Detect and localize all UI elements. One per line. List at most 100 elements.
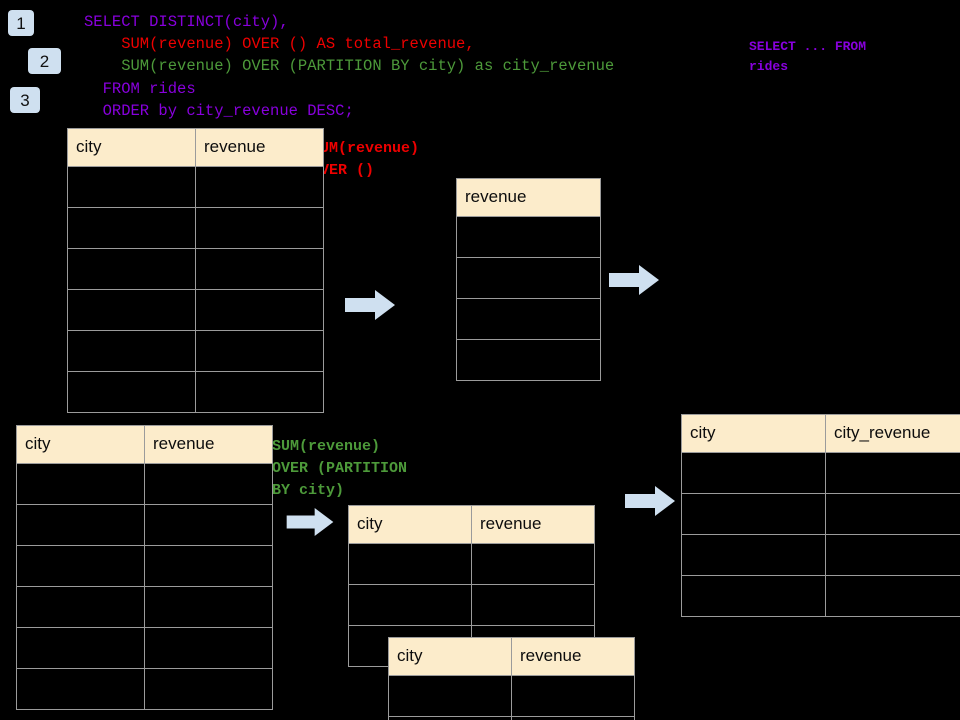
table-source-top: city revenue — [67, 128, 324, 413]
cell-revenue — [511, 716, 635, 720]
cell-revenue — [195, 207, 324, 249]
table-row — [388, 675, 635, 717]
cell-city-revenue — [825, 493, 960, 535]
table-row — [388, 716, 635, 720]
cell-revenue — [144, 586, 273, 628]
table-row — [67, 207, 324, 249]
column-header-revenue: revenue — [471, 505, 595, 544]
cell-city — [16, 463, 145, 505]
table-row — [348, 543, 595, 585]
sql-line-order-by: ORDER by city_revenue DESC; — [84, 102, 354, 120]
table-row — [16, 463, 273, 505]
sql-line-select: SELECT DISTINCT(city), — [84, 13, 289, 31]
column-header-city-revenue: city_revenue — [825, 414, 960, 453]
cell-revenue — [144, 668, 273, 710]
column-header-city: city — [67, 128, 196, 167]
column-header-revenue: revenue — [456, 178, 601, 217]
cell-city — [16, 668, 145, 710]
cell-revenue — [195, 371, 324, 413]
cell-city — [16, 627, 145, 669]
table-total-revenue: revenue — [456, 178, 601, 381]
cell-revenue — [456, 339, 601, 381]
column-header-city: city — [16, 425, 145, 464]
table-header-row: city revenue — [348, 505, 595, 544]
cell-revenue — [195, 289, 324, 331]
cell-revenue — [471, 584, 595, 626]
arrow-source-to-total — [345, 290, 395, 320]
table-row — [67, 248, 324, 290]
column-header-revenue: revenue — [195, 128, 324, 167]
cell-city — [67, 330, 196, 372]
step-badge-2-label: 2 — [39, 51, 50, 71]
cell-city — [348, 543, 472, 585]
cell-city — [681, 452, 826, 494]
table-row — [456, 257, 601, 299]
cell-city — [67, 207, 196, 249]
cell-city — [388, 716, 512, 720]
cell-city — [681, 534, 826, 576]
table-partition-front: city revenue — [388, 637, 635, 720]
table-row — [16, 545, 273, 587]
cell-city-revenue — [825, 575, 960, 617]
table-row — [16, 627, 273, 669]
table-row — [681, 534, 960, 576]
cell-revenue — [471, 543, 595, 585]
table-header-row: city revenue — [388, 637, 635, 676]
cell-city — [681, 493, 826, 535]
cell-city — [681, 575, 826, 617]
step-badge-3[interactable]: 3 — [10, 87, 40, 113]
table-header-row: city revenue — [67, 128, 324, 167]
cell-revenue — [144, 463, 273, 505]
sql-line-from: FROM rides — [84, 80, 196, 98]
sql-line-total-revenue: SUM(revenue) OVER () AS total_revenue, — [84, 35, 475, 53]
column-header-city: city — [348, 505, 472, 544]
step-badge-3-label: 3 — [20, 90, 30, 110]
table-row — [456, 298, 601, 340]
table-row — [456, 339, 601, 381]
table-row — [16, 668, 273, 710]
cell-city-revenue — [825, 534, 960, 576]
cell-city — [67, 166, 196, 208]
cell-city — [16, 545, 145, 587]
cell-revenue — [195, 248, 324, 290]
table-header-row: city city_revenue — [681, 414, 960, 453]
step-badge-2[interactable]: 2 — [28, 48, 61, 74]
column-header-city: city — [681, 414, 826, 453]
table-partition-back: city revenue — [348, 505, 595, 667]
table-row — [681, 452, 960, 494]
cell-revenue — [456, 298, 601, 340]
table-row — [67, 330, 324, 372]
cell-revenue — [195, 330, 324, 372]
column-header-revenue: revenue — [511, 637, 635, 676]
table-row — [348, 584, 595, 626]
column-header-revenue: revenue — [144, 425, 273, 464]
table-row — [681, 493, 960, 535]
cell-revenue — [456, 216, 601, 258]
cell-city-revenue — [825, 452, 960, 494]
table-header-row: city revenue — [16, 425, 273, 464]
table-row — [681, 575, 960, 617]
table-result: city city_revenue — [681, 414, 960, 617]
cell-revenue — [195, 166, 324, 208]
table-row — [16, 586, 273, 628]
arrow-total-to-result — [609, 265, 659, 295]
step-badge-1-label: 1 — [16, 13, 26, 33]
cell-revenue — [144, 545, 273, 587]
cell-revenue — [144, 504, 273, 546]
column-header-city: city — [388, 637, 512, 676]
table-row — [456, 216, 601, 258]
table-source-bottom: city revenue — [16, 425, 273, 710]
annotation-sum-over-empty: SUM(revenue) OVER () — [311, 140, 420, 179]
table-row — [67, 166, 324, 208]
cell-city — [348, 584, 472, 626]
table-row — [67, 371, 324, 413]
cell-revenue — [456, 257, 601, 299]
cell-city — [16, 504, 145, 546]
arrow-partition-to-result — [625, 486, 675, 516]
annotation-sum-over-partition: SUM(revenue) OVER (PARTITION BY city) — [272, 438, 408, 499]
cell-city — [67, 289, 196, 331]
sql-line-city-revenue: SUM(revenue) OVER (PARTITION BY city) as… — [84, 57, 615, 75]
table-header-row: revenue — [456, 178, 601, 217]
step-badge-1[interactable]: 1 — [8, 10, 34, 36]
